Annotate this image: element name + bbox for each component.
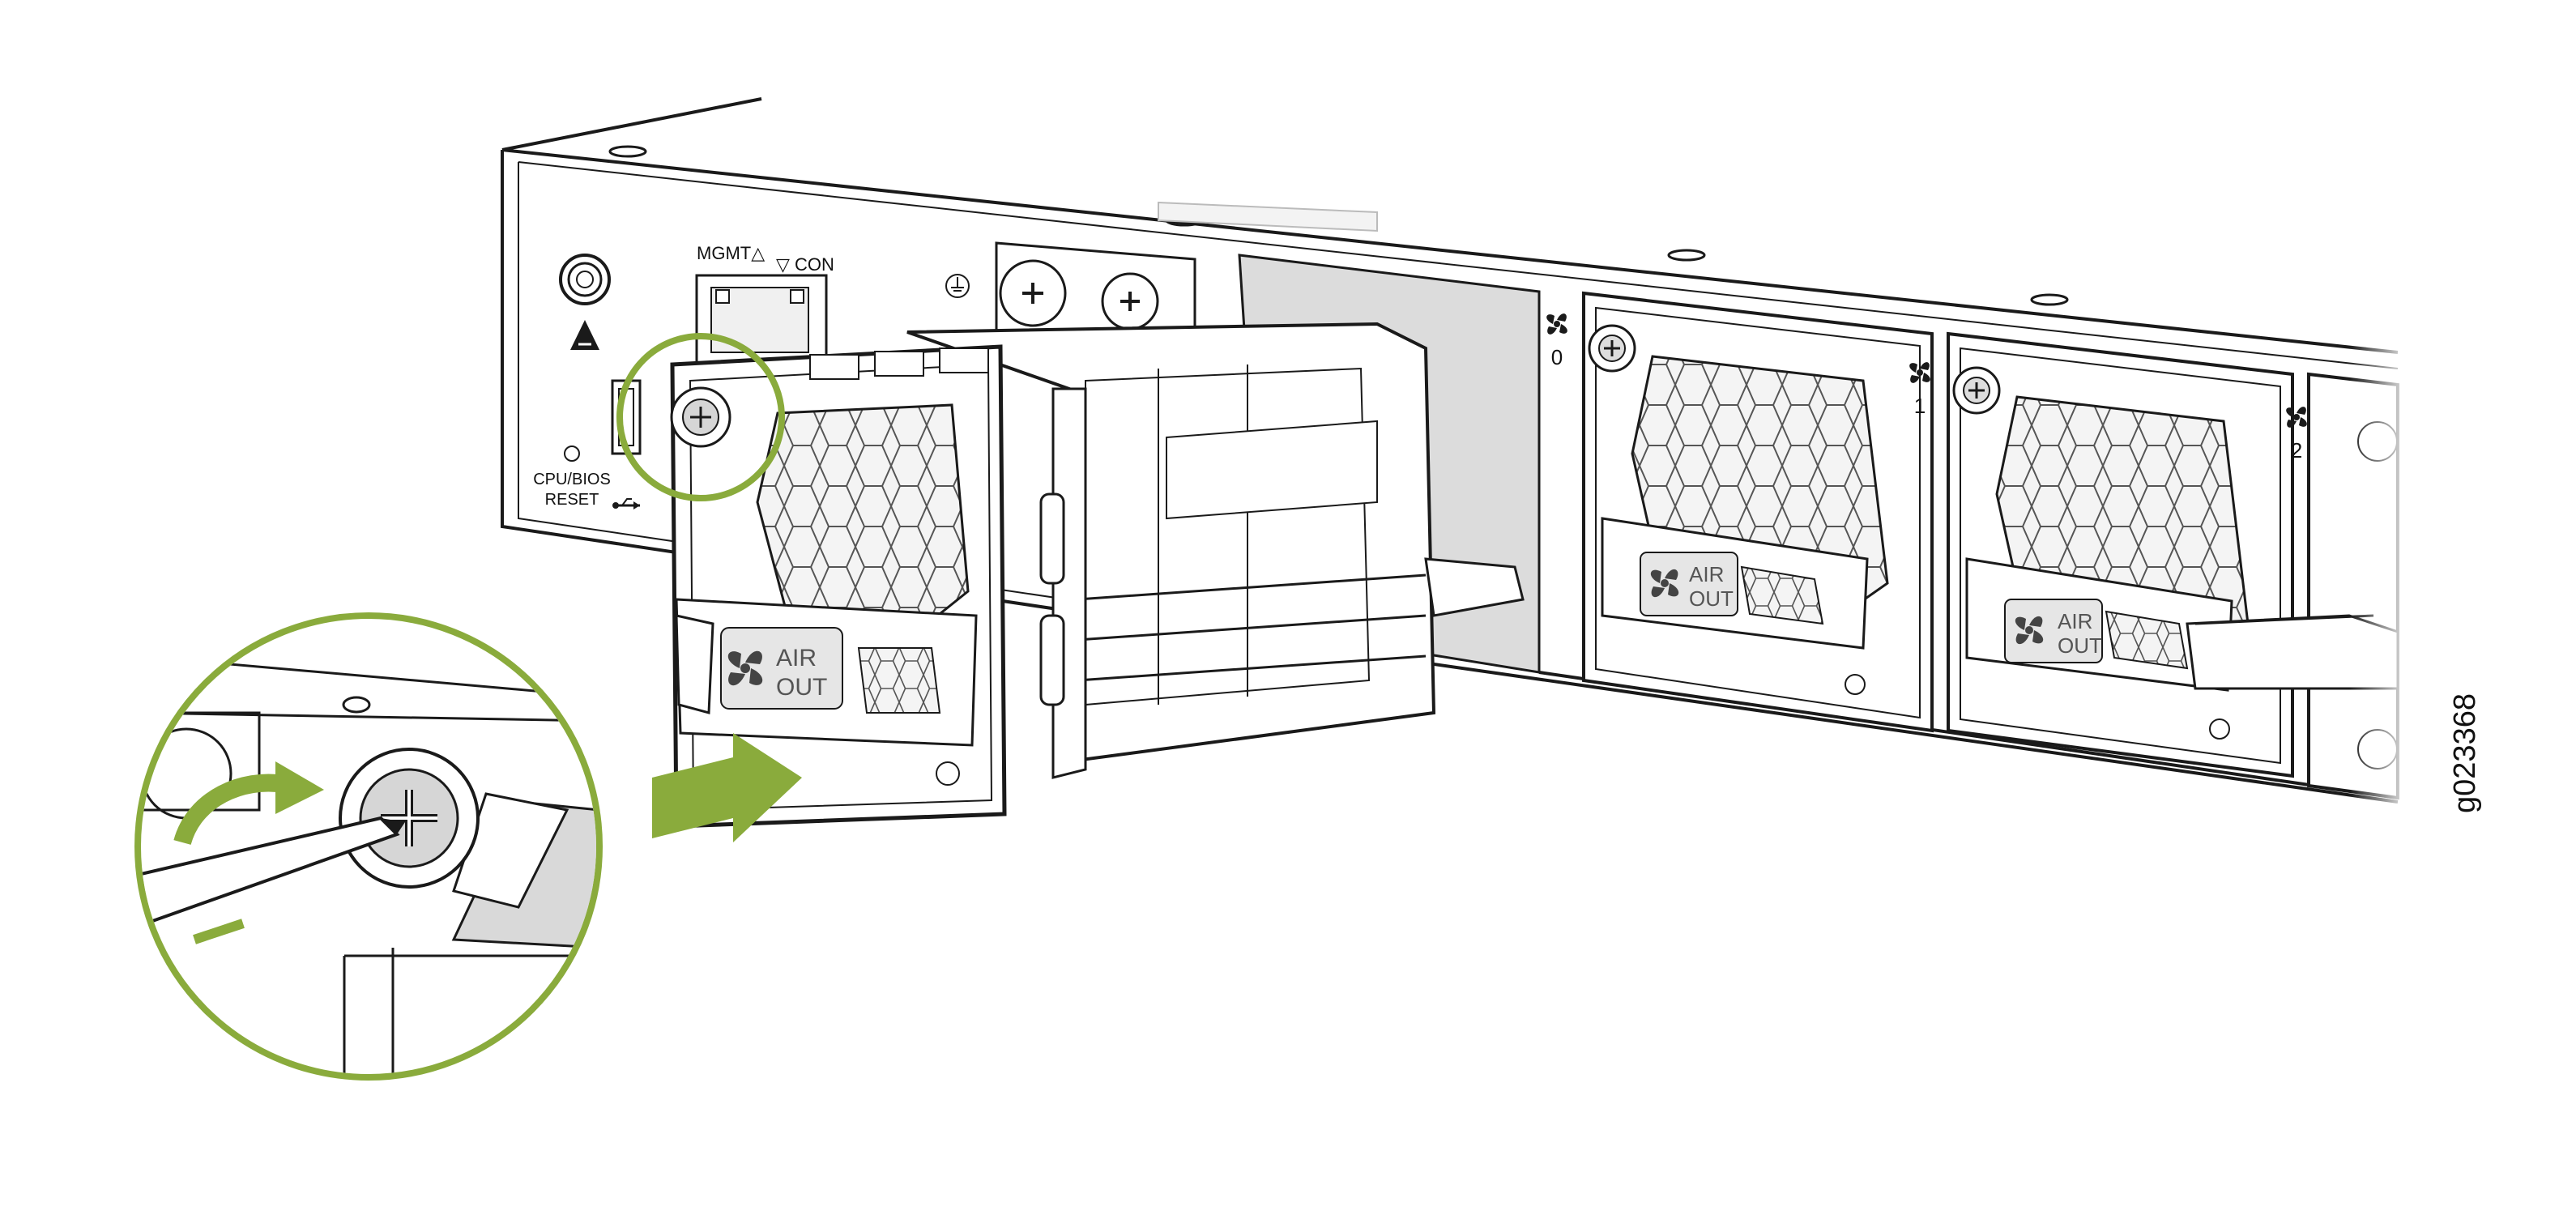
fan-module-0 xyxy=(1582,291,1934,733)
figure-id: g023368 xyxy=(2448,693,2482,813)
esd-warning-icon xyxy=(570,320,599,350)
fan-slot-0-number: 0 xyxy=(1551,345,1563,369)
inserted-fan-module xyxy=(670,322,1525,829)
fan-icon xyxy=(1909,362,1930,383)
esd-jack xyxy=(559,254,611,305)
reset-label-line2: RESET xyxy=(545,491,599,509)
usb-icon xyxy=(612,498,640,509)
edge-fade xyxy=(2349,308,2414,826)
fan-icon xyxy=(727,650,763,686)
console-port-label: ▽ CON xyxy=(776,254,834,275)
fan-1-out-label: OUT xyxy=(2058,633,2102,658)
fan-icon xyxy=(1650,569,1679,598)
fan-module-1 xyxy=(1947,331,2294,778)
inserted-module-out-label: OUT xyxy=(776,674,827,701)
reset-label-line1: CPU/BIOS xyxy=(533,471,611,488)
fan-icon xyxy=(1546,313,1567,335)
fan-0-out-label: OUT xyxy=(1689,586,1734,611)
reset-button[interactable] xyxy=(564,446,580,462)
fan-icon xyxy=(2286,407,2307,428)
rotate-arrow-icon xyxy=(173,761,324,846)
fan-icon xyxy=(2015,616,2044,645)
ground-lug-block xyxy=(995,241,1196,350)
highlight-circle xyxy=(616,333,785,501)
fan-1-air-label: AIR xyxy=(2058,609,2092,633)
mgmt-port-label: MGMT△ xyxy=(697,243,765,263)
fan-slot-2-number: 2 xyxy=(2291,438,2302,463)
mgmt-port[interactable] xyxy=(695,274,828,366)
insert-arrow-icon xyxy=(652,733,802,842)
fan-slot-1-number: 1 xyxy=(1914,394,1926,418)
fan-0-air-label: AIR xyxy=(1689,562,1724,586)
detail-callout xyxy=(134,612,603,1081)
inserted-module-air-label: AIR xyxy=(776,645,817,671)
ground-icon xyxy=(945,274,970,298)
